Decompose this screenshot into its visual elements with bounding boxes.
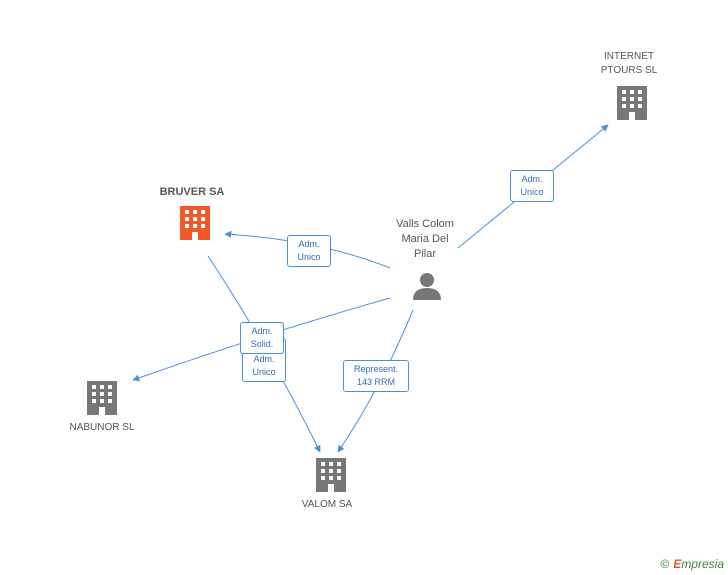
edge-label-adm-unico-internet: Adm. Unico: [510, 170, 554, 202]
footer-brand: ©Empresia: [660, 557, 724, 571]
node-label-valls-colom[interactable]: Valls Colom Maria Del Pilar: [396, 218, 454, 260]
edge-label-adm-solid-nabunor: Adm. Solid.: [240, 322, 284, 354]
building-icon[interactable]: [87, 381, 117, 415]
building-icon[interactable]: [316, 458, 346, 492]
node-label-bruver[interactable]: BRUVER SA: [159, 186, 225, 198]
building-icon[interactable]: [617, 86, 647, 120]
brand-name: mpresia: [681, 557, 724, 571]
copyright-symbol: ©: [660, 557, 670, 571]
node-label-internet-ptours[interactable]: INTERNET PTOURS SL: [600, 51, 658, 76]
edge-label-adm-unico-bruver: Adm. Unico: [287, 235, 331, 267]
brand-initial: E: [673, 557, 682, 571]
edge-label-represent-valom: Represent. 143 RRM: [343, 360, 409, 392]
node-label-nabunor[interactable]: NABUNOR SL: [69, 422, 135, 433]
person-icon[interactable]: [413, 273, 441, 300]
node-label-valom[interactable]: VALOM SA: [301, 499, 353, 510]
building-icon[interactable]: [180, 206, 210, 240]
